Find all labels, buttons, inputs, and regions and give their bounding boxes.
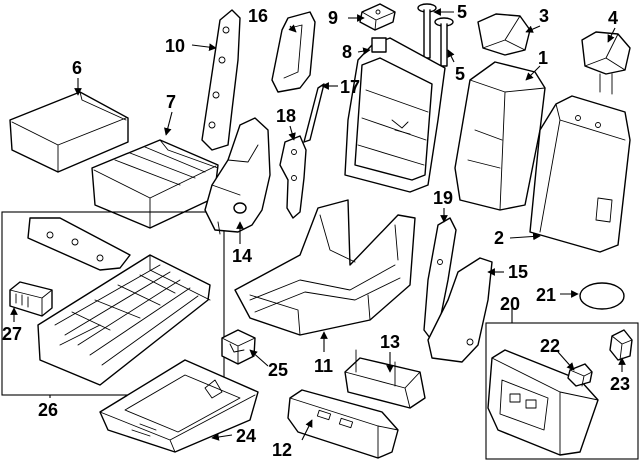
callout-21: 21: [536, 285, 556, 305]
callout-14: 14: [232, 246, 252, 266]
callout-23: 23: [610, 374, 630, 394]
callout-16: 16: [248, 6, 268, 26]
callout-2: 2: [494, 228, 504, 248]
callout-5b: 5: [455, 64, 465, 84]
part-9-cover: [359, 3, 396, 31]
callout-1: 1: [538, 48, 548, 68]
callout-6: 6: [72, 58, 82, 78]
part-4-headrest: [581, 31, 631, 95]
callout-12: 12: [272, 440, 292, 460]
part-15-side-panel: [427, 257, 493, 363]
part-18-hinge-bracket: [279, 135, 307, 219]
part-8-seat-back-frame: [344, 37, 446, 193]
callout-labels: 1 2 3 4 5 5 6 7 8 9 10 11 12 13 14 15 16…: [2, 2, 630, 460]
callout-15: 15: [508, 262, 528, 282]
part-2-seat-back-cover: [529, 95, 631, 253]
callout-24: 24: [236, 426, 256, 446]
part-13-bracket: [344, 349, 426, 409]
part-21-round-pad: [579, 282, 625, 310]
part-12-rail-bracket: [287, 389, 399, 459]
part-1-seat-back-pad: [454, 61, 546, 211]
part-20-group-box: [485, 322, 639, 460]
part-7-cushion-cover: [91, 139, 219, 229]
part-10-bracket: [201, 9, 241, 151]
part-6-cushion-pad: [9, 91, 129, 173]
part-27-motor: [9, 281, 53, 317]
callout-7: 7: [166, 92, 176, 112]
callout-17: 17: [340, 77, 360, 97]
callout-10: 10: [165, 36, 185, 56]
part-5-headrest-guide-upper: [417, 3, 437, 59]
callout-4: 4: [608, 8, 618, 28]
part-11-seat-cushion-frame: [234, 199, 416, 336]
part-3-headrest: [477, 13, 531, 56]
callout-18: 18: [276, 106, 296, 126]
callout-11: 11: [314, 356, 333, 376]
callout-9: 9: [328, 8, 338, 28]
part-17-rod: [303, 83, 325, 143]
part-26-group-box: [1, 211, 225, 396]
part-5-headrest-guide-lower: [434, 17, 454, 67]
callout-27: 27: [2, 324, 22, 344]
part-25-block: [221, 329, 256, 365]
callout-19: 19: [433, 188, 453, 208]
part-16-trim-panel: [271, 11, 316, 93]
callout-13: 13: [380, 332, 400, 352]
part-24-base-tray: [99, 359, 259, 453]
leader-lines: [10, 8, 626, 441]
callout-26: 26: [38, 400, 58, 420]
callout-5a: 5: [457, 2, 467, 22]
callout-3: 3: [539, 6, 549, 26]
part-26-cushion-frame: [27, 217, 211, 386]
callout-8: 8: [342, 42, 352, 62]
part-23-switch: [609, 329, 633, 361]
callout-25: 25: [268, 360, 288, 380]
callout-20: 20: [500, 294, 520, 314]
callout-22: 22: [540, 336, 560, 356]
part-14-side-shield: [204, 117, 271, 235]
